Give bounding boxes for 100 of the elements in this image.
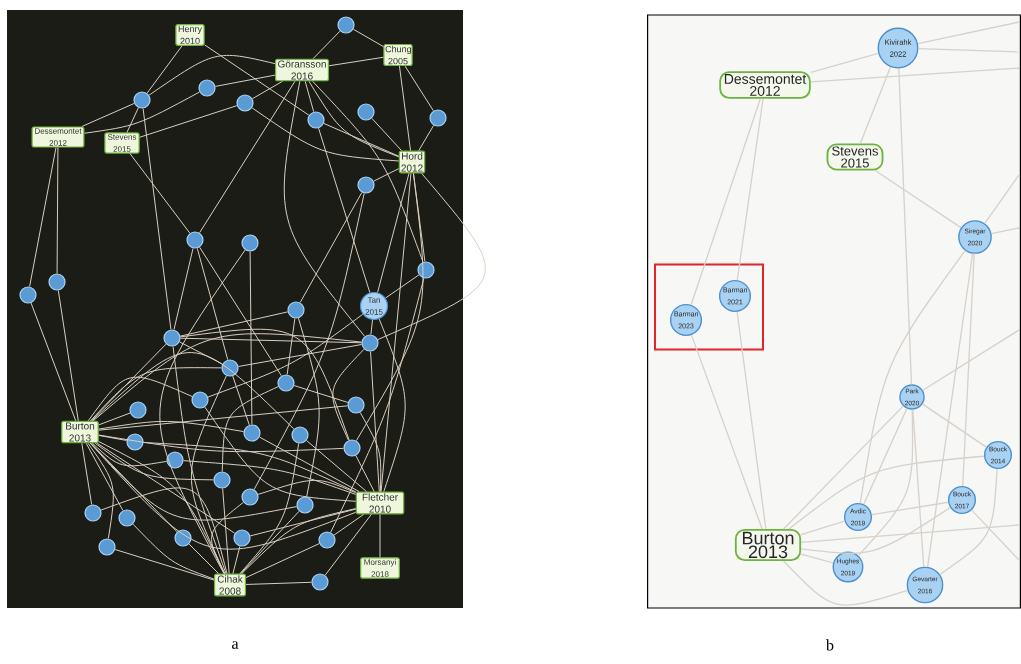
network-edge	[199, 246, 282, 377]
network-edge	[232, 545, 241, 574]
network-edge	[800, 524, 1020, 543]
network-edge	[232, 375, 250, 426]
network-edge	[126, 107, 139, 133]
study-node	[357, 103, 375, 121]
network-edge	[240, 510, 300, 574]
network-edge	[183, 460, 357, 495]
network-edge	[204, 44, 310, 116]
study-node	[221, 359, 239, 377]
network-edge	[917, 48, 1020, 53]
study-node	[277, 374, 295, 392]
study-node: Burton 2013	[61, 420, 99, 444]
network-edge	[800, 520, 846, 536]
network-edge	[984, 174, 1020, 224]
network-edge	[179, 341, 223, 365]
study-node	[84, 504, 102, 522]
network-edge	[29, 147, 57, 288]
network-edge	[199, 80, 296, 234]
study-node: Stevens 2015	[104, 132, 140, 154]
network-edge	[222, 488, 230, 574]
study-node	[126, 433, 144, 451]
network-edge	[92, 333, 362, 422]
study-node: Göransson 2016	[274, 58, 330, 82]
network-edge	[87, 376, 193, 422]
study-node: Dessemontet 2012	[719, 71, 811, 99]
study-node: Burton 2013	[734, 528, 802, 562]
study-node	[198, 79, 216, 97]
network-edge	[380, 172, 412, 492]
study-node	[118, 509, 136, 527]
network-edge	[172, 346, 227, 574]
network-edge	[98, 434, 128, 441]
network-edge	[690, 334, 763, 530]
network-edge	[379, 513, 381, 558]
network-edge	[91, 442, 167, 467]
network-edge	[139, 105, 238, 138]
network-edge	[333, 513, 365, 536]
study-node	[213, 471, 231, 489]
network-edge	[286, 318, 296, 375]
network-edge	[324, 513, 372, 576]
study-node	[243, 424, 261, 442]
network-edge	[859, 250, 966, 504]
network-edge	[100, 487, 228, 574]
study-node	[241, 488, 259, 506]
network-edge	[863, 407, 908, 505]
network-edge	[190, 375, 227, 574]
network-edge	[245, 543, 320, 579]
network-edge	[939, 468, 998, 576]
network-edge	[782, 560, 909, 606]
study-node	[311, 573, 329, 591]
network-edge	[214, 74, 276, 87]
study-node	[429, 109, 447, 127]
network-edge	[211, 501, 244, 574]
network-edge	[84, 91, 200, 134]
study-node	[186, 231, 204, 249]
study-node	[347, 396, 365, 414]
network-edge	[917, 21, 1020, 45]
panel-letter: b	[826, 639, 834, 651]
study-node	[129, 401, 147, 419]
network-edge	[249, 508, 357, 537]
network-edge	[323, 122, 400, 157]
study-node	[291, 426, 309, 444]
study-node	[48, 273, 66, 291]
network-edge	[810, 52, 879, 73]
study-node	[417, 261, 435, 279]
network-edge	[377, 172, 410, 293]
network-edge	[98, 420, 245, 433]
study-node	[98, 538, 116, 556]
network-edge	[874, 169, 962, 229]
study-node: Morsanyi 2018	[360, 557, 400, 579]
network-edge	[912, 409, 925, 568]
network-edge	[98, 412, 131, 426]
panel-letter: a	[232, 641, 239, 649]
study-node	[236, 94, 254, 112]
network-edge	[418, 124, 435, 152]
network-edge	[257, 479, 357, 495]
network-edge	[332, 348, 365, 441]
network-edge	[328, 56, 384, 67]
network-edge	[90, 442, 178, 533]
study-node: Tan 2015	[359, 291, 389, 321]
network-edge	[89, 442, 357, 550]
network-edge	[971, 509, 1020, 561]
network-edge	[148, 54, 276, 96]
network-edge	[241, 508, 357, 574]
network-edge	[373, 168, 400, 182]
study-node: Cihak 2008	[213, 573, 247, 597]
network-edge	[398, 65, 411, 152]
network-edge	[297, 317, 320, 498]
network-edge	[85, 442, 124, 511]
network-edge	[57, 290, 79, 422]
network-edge	[378, 318, 406, 492]
network-edge	[180, 337, 362, 344]
network-edge	[245, 581, 312, 585]
network-edge	[129, 153, 191, 234]
network-edge	[962, 253, 975, 487]
network-edge	[249, 251, 253, 425]
network-edge	[293, 385, 349, 403]
network-edge	[142, 108, 172, 330]
network-edge	[800, 553, 834, 564]
network-edge	[810, 67, 1020, 83]
